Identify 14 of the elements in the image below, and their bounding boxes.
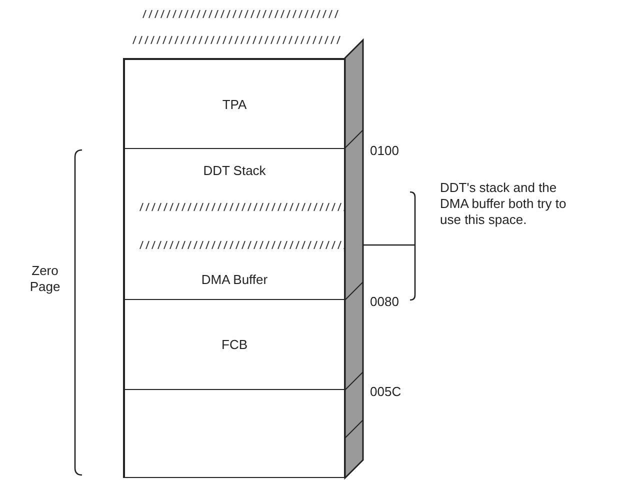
memory-region xyxy=(123,255,345,300)
memory-region xyxy=(123,148,345,255)
address-label: 0080 xyxy=(370,294,400,310)
region-label: TPA xyxy=(222,96,247,112)
region-label: DMA Buffer xyxy=(201,272,268,287)
address-label: 005C xyxy=(370,384,402,400)
memory-region xyxy=(123,300,345,390)
address-label: 0100 xyxy=(370,143,400,159)
region-name-label: Zero Page xyxy=(28,263,62,295)
memory-region xyxy=(123,390,345,478)
note-text: DDT's stack and the DMA buffer both try to use this space. xyxy=(440,180,568,228)
memory-region xyxy=(123,58,345,148)
region-label: FCB xyxy=(222,337,248,352)
region-label: DDT Stack xyxy=(203,163,266,178)
